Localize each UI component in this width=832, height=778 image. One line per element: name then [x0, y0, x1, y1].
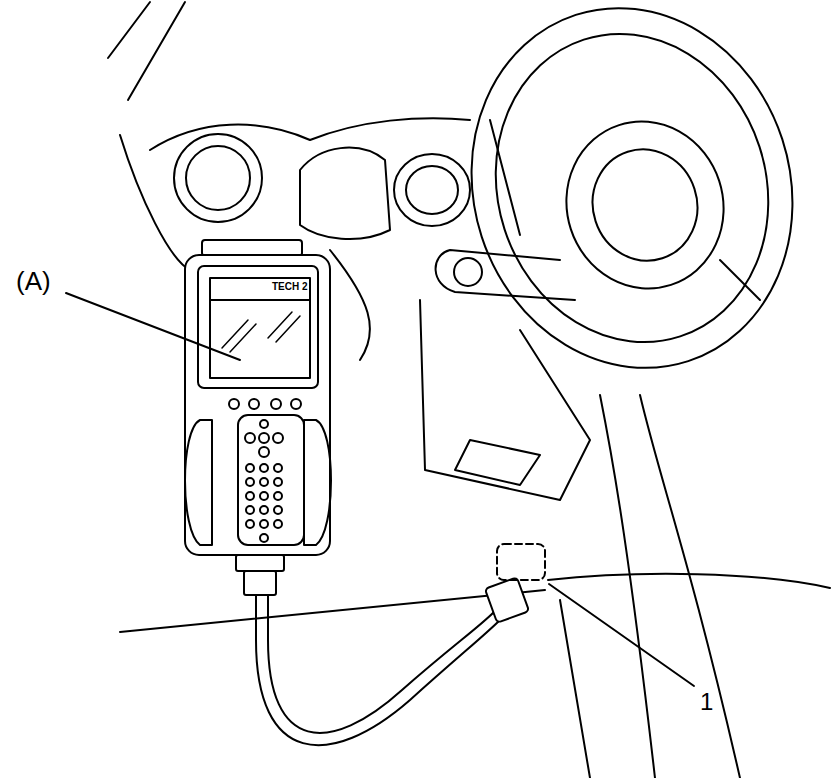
steering-wheel [425, 0, 832, 410]
part-label: (A) [16, 268, 51, 294]
callout-number: 1 [700, 690, 713, 714]
screen-text: TECH 2 [272, 282, 308, 292]
dashboard [108, 2, 830, 778]
dlc-connector [485, 544, 545, 623]
tech2-scan-tool [185, 240, 500, 745]
leader-line [549, 584, 694, 686]
leader-line [66, 293, 240, 360]
